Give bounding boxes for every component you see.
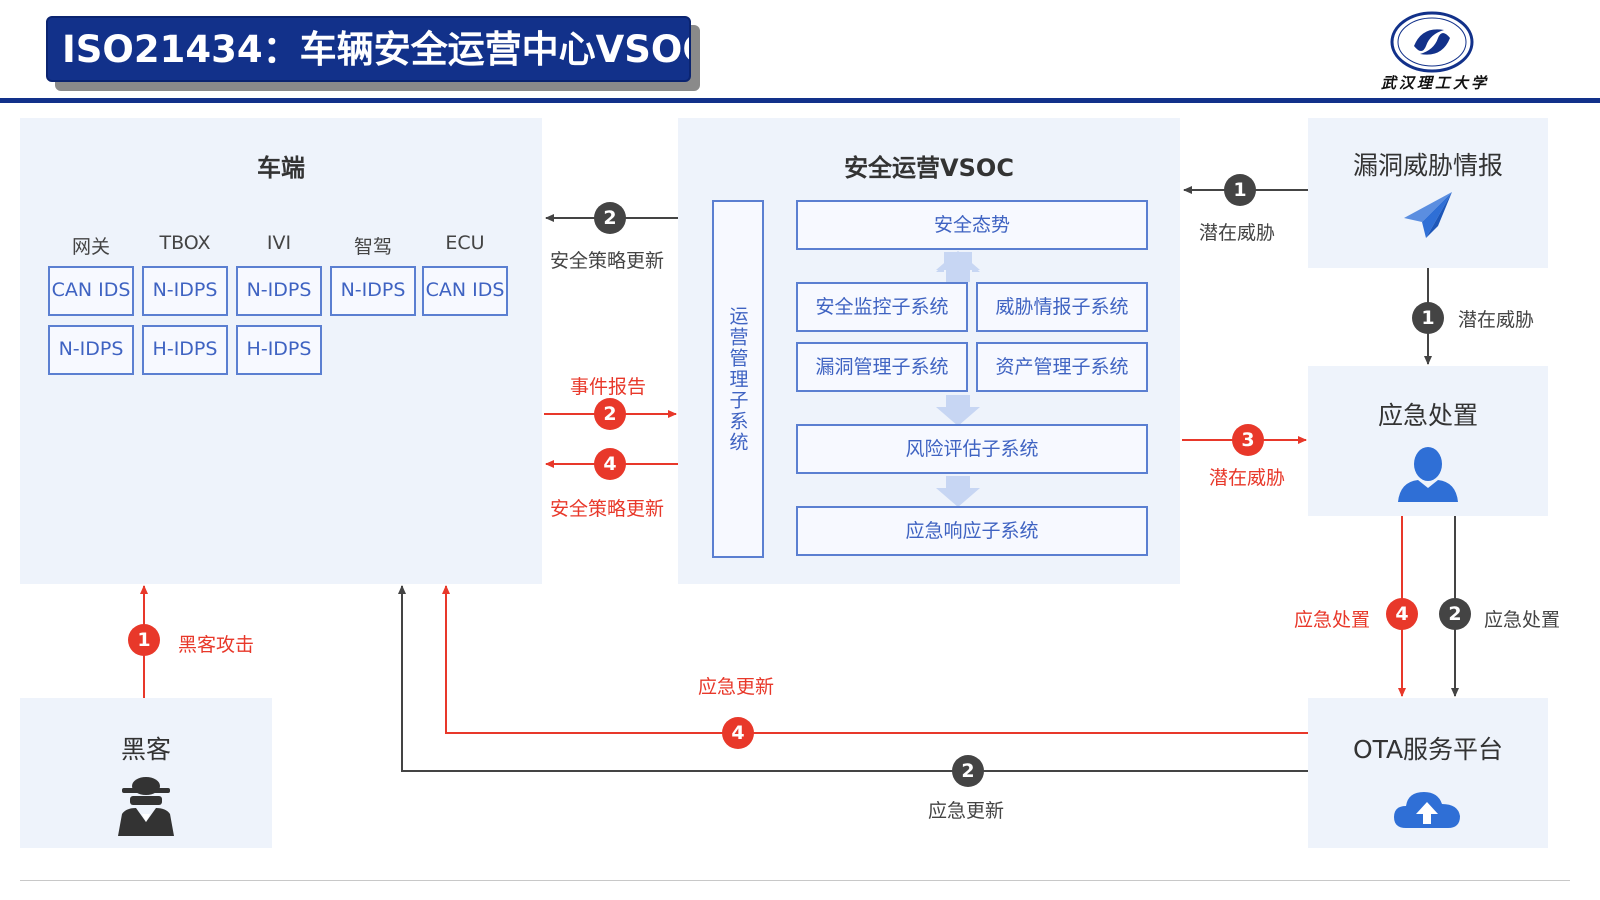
page-title: ISO21434：车辆安全运营中心VSOC	[46, 16, 691, 82]
step-badge-policy-red: 4	[594, 448, 626, 480]
label-emergency-red: 应急处置	[1294, 609, 1371, 631]
step-badge-threat-out: 3	[1232, 424, 1264, 456]
emergency-response-subsystem: 应急响应子系统	[796, 506, 1148, 556]
footer-divider	[20, 880, 1570, 881]
step-badge-event-report: 2	[594, 398, 626, 430]
step-badge-policy-top: 2	[594, 202, 626, 234]
vehicle-cell-r2c1: N-IDPS	[48, 325, 134, 375]
vehicle-col-ivi: IVI	[266, 232, 292, 254]
vehicle-cell-r2c3: H-IDPS	[236, 325, 322, 375]
vehicle-col-tbox: TBOX	[159, 232, 211, 254]
ops-management-subsystem: 运营管理子系统	[712, 200, 764, 558]
vsoc-panel-title: 安全运营VSOC	[844, 154, 1014, 182]
hacker-icon	[118, 777, 174, 836]
university-logo: 武汉理工大学	[1370, 6, 1500, 94]
label-event-report: 事件报告	[570, 376, 647, 398]
asset-management-subsystem: 资产管理子系统	[976, 342, 1148, 392]
label-policy-update-red: 安全策略更新	[550, 498, 665, 520]
threat-intel-panel	[1308, 118, 1548, 268]
vehicle-cell-r1c1: CAN IDS	[48, 266, 134, 316]
vehicle-col-ecu: ECU	[445, 232, 485, 254]
label-emergency-gray: 应急处置	[1484, 609, 1561, 631]
label-threat-down: 潜在威胁	[1458, 309, 1535, 331]
vehicle-cell-r1c2: N-IDPS	[142, 266, 228, 316]
header-divider	[0, 98, 1600, 103]
step-badge-threat-in: 1	[1224, 174, 1256, 206]
university-seal-icon	[1390, 11, 1474, 73]
vehicle-cell-r1c4: N-IDPS	[330, 266, 416, 316]
security-monitor-subsystem: 安全监控子系统	[796, 282, 968, 332]
step-badge-hacker: 1	[128, 624, 160, 656]
emergency-title: 应急处置	[1377, 401, 1478, 430]
step-badge-threat-down: 1	[1412, 302, 1444, 334]
vehicle-cell-r1c5: CAN IDS	[422, 266, 508, 316]
threat-intel-subsystem: 威胁情报子系统	[976, 282, 1148, 332]
label-threat-out: 潜在威胁	[1209, 467, 1286, 489]
step-badge-update-red: 4	[722, 717, 754, 749]
vuln-management-subsystem: 漏洞管理子系统	[796, 342, 968, 392]
person-icon	[1398, 447, 1458, 502]
vehicle-col-gateway: 网关	[71, 236, 110, 258]
hacker-title: 黑客	[120, 735, 171, 764]
ota-title: OTA服务平台	[1352, 735, 1504, 764]
vehicle-panel-title: 车端	[257, 154, 305, 182]
risk-assessment-subsystem: 风险评估子系统	[796, 424, 1148, 474]
step-badge-emergency-gray: 2	[1439, 598, 1471, 630]
threat-intel-title: 漏洞威胁情报	[1352, 151, 1503, 180]
vehicle-col-adas: 智驾	[353, 236, 392, 258]
paper-plane-icon	[1404, 192, 1452, 238]
cloud-upload-icon	[1394, 792, 1460, 828]
label-update-gray: 应急更新	[928, 800, 1005, 822]
vehicle-cell-r1c3: N-IDPS	[236, 266, 322, 316]
university-name: 武汉理工大学	[1380, 74, 1489, 92]
label-policy-update-top: 安全策略更新	[550, 250, 665, 272]
security-situation-box: 安全态势	[796, 200, 1148, 250]
label-update-red: 应急更新	[698, 676, 775, 698]
label-hacker-attack: 黑客攻击	[178, 634, 255, 656]
vehicle-cell-r2c2: H-IDPS	[142, 325, 228, 375]
label-threat-in: 潜在威胁	[1199, 222, 1276, 244]
step-badge-emergency-red: 4	[1386, 598, 1418, 630]
step-badge-update-gray: 2	[952, 755, 984, 787]
